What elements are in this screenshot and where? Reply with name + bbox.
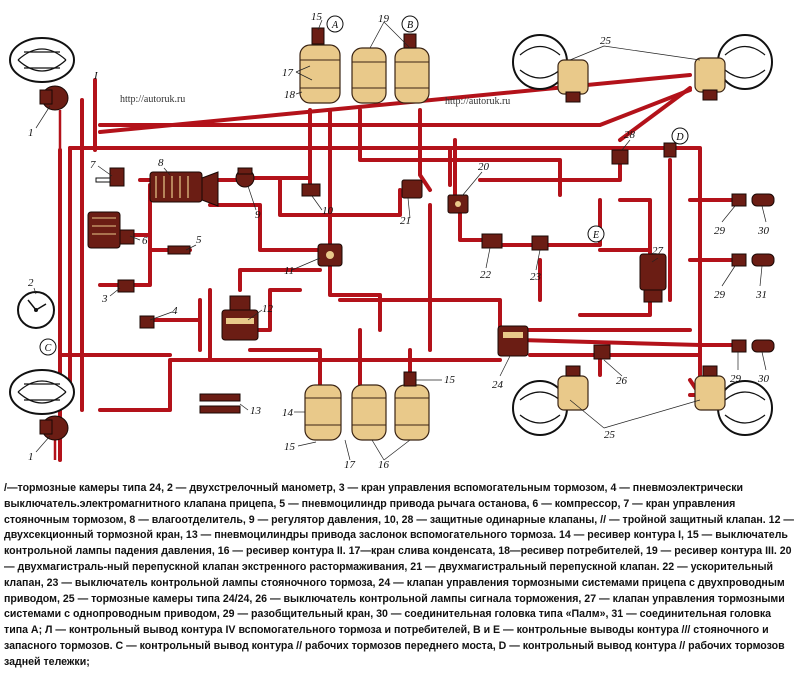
leader-lines xyxy=(33,19,767,461)
label-24: 24 xyxy=(492,379,504,391)
pressure-gauge-2 xyxy=(17,291,55,329)
moisture-separator-8 xyxy=(149,171,219,207)
brake-chamber-25-bottom xyxy=(512,365,773,436)
label-26: 26 xyxy=(616,375,628,387)
label-17a: 17 xyxy=(282,67,294,79)
label-27: 27 xyxy=(652,245,664,257)
label-roman-I: I xyxy=(93,70,99,82)
label-29a: 29 xyxy=(714,225,726,237)
brake-chamber-1-top xyxy=(9,37,75,111)
label-14: 14 xyxy=(282,407,294,419)
receiver-19-circuit-III xyxy=(351,33,430,104)
label-4: 4 xyxy=(172,305,178,317)
label-30b: 30 xyxy=(757,373,770,385)
url-watermark-left: http://autoruk.ru xyxy=(120,94,185,105)
label-15b: 15 xyxy=(444,374,456,386)
trailer-single-line-valve-27 xyxy=(639,253,667,303)
label-23: 23 xyxy=(530,271,542,283)
label-29b: 29 xyxy=(714,289,726,301)
label-25b: 25 xyxy=(604,429,616,441)
label-8: 8 xyxy=(158,157,164,169)
brake-system-diagram: A B C D E xyxy=(9,11,775,471)
label-5: 5 xyxy=(196,234,202,246)
protection-valve-28 xyxy=(611,149,629,165)
compressor-6 xyxy=(87,211,135,249)
protection-valve-10 xyxy=(301,183,321,197)
label-29c: 29 xyxy=(730,373,742,385)
label-21: 21 xyxy=(400,215,411,227)
pneumo-electric-switch-4 xyxy=(139,315,155,329)
label-1b: 1 xyxy=(28,451,34,463)
label-19: 19 xyxy=(378,13,390,25)
brake-chamber-25-top xyxy=(512,34,773,103)
outlet-label-A: A xyxy=(331,20,339,31)
exhaust-brake-cylinders-13 xyxy=(199,393,241,414)
brake-chamber-1-bottom xyxy=(9,369,75,441)
emergency-release-valve-20 xyxy=(447,194,469,214)
control-outlet-D xyxy=(663,142,677,158)
label-20: 20 xyxy=(478,161,490,173)
label-22: 22 xyxy=(480,269,492,281)
label-1a: 1 xyxy=(28,127,34,139)
part-numbers: 1 1 2 3 4 5 6 7 8 9 10 11 12 13 14 15 15… xyxy=(28,11,770,471)
outlet-label-E: E xyxy=(592,230,599,241)
double-check-valve-21 xyxy=(401,179,423,199)
label-3: 3 xyxy=(101,293,108,305)
control-outlets: A B C D E xyxy=(39,15,689,356)
aux-brake-valve-3 xyxy=(117,279,135,293)
url-watermark-right: http://autoruk.ru xyxy=(445,96,510,107)
label-15c: 15 xyxy=(284,441,296,453)
receiver-16-circuit-II xyxy=(351,371,430,441)
parking-lamp-switch-23 xyxy=(531,235,549,251)
label-11: 11 xyxy=(284,265,294,277)
outlet-label-D: D xyxy=(675,132,684,143)
label-10: 10 xyxy=(322,205,334,217)
pressure-regulator-9 xyxy=(235,167,255,188)
label-18: 18 xyxy=(284,89,296,101)
label-31: 31 xyxy=(755,289,767,301)
label-7: 7 xyxy=(90,159,96,171)
triple-protection-valve-11 xyxy=(317,243,343,267)
uncoupling-taps-29 xyxy=(731,193,747,353)
label-30a: 30 xyxy=(757,225,770,237)
coupling-heads-30-31 xyxy=(751,193,775,353)
label-17b: 17 xyxy=(344,459,356,471)
label-2: 2 xyxy=(28,277,34,289)
label-6: 6 xyxy=(142,235,148,247)
brake-signal-switch-26 xyxy=(593,344,611,360)
label-9: 9 xyxy=(255,209,261,221)
figure-caption: /—тормозные камеры типа 24, 2 — двухстре… xyxy=(4,482,794,668)
label-16: 16 xyxy=(378,459,390,471)
label-13: 13 xyxy=(250,405,262,417)
label-12: 12 xyxy=(262,303,274,315)
label-28: 28 xyxy=(624,129,636,141)
trailer-two-line-control-valve-24 xyxy=(497,325,529,357)
receiver-14-circuit-I xyxy=(304,384,342,441)
label-25a: 25 xyxy=(600,35,612,47)
relay-valve-22 xyxy=(481,233,503,249)
outlet-label-C: C xyxy=(45,343,52,354)
stop-lever-cylinder-5 xyxy=(167,245,191,255)
outlet-label-B: B xyxy=(407,20,413,31)
label-15a: 15 xyxy=(311,11,323,23)
parking-brake-valve-7 xyxy=(95,167,125,187)
receiver-18-consumers xyxy=(299,27,341,104)
two-section-brake-valve-12 xyxy=(221,295,259,341)
